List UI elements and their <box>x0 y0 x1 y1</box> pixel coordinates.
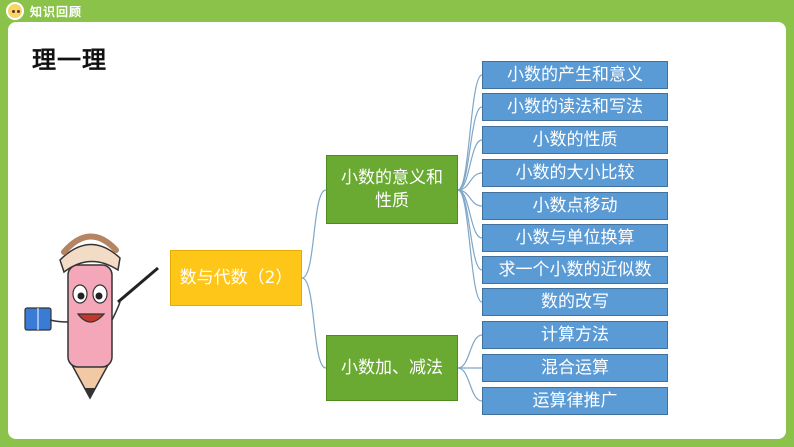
slide-title: 理一理 <box>32 46 107 74</box>
leaf-node: 小数与单位换算 <box>482 224 668 252</box>
connector-b2-leaf-3 <box>457 367 483 402</box>
connector-b2-leaf-1 <box>457 334 483 369</box>
leaf-node: 小数的产生和意义 <box>482 61 668 89</box>
connector-b1-leaf-1 <box>457 74 483 191</box>
leaf-node: 运算律推广 <box>482 387 668 415</box>
branch-node-decimal-add-sub: 小数加、减法 <box>326 335 458 401</box>
branch-node-decimal-meaning: 小数的意义和性质 <box>326 155 458 224</box>
leaf-node: 混合运算 <box>482 354 668 382</box>
leaf-node: 数的改写 <box>482 288 668 316</box>
pencil-teacher-mascot <box>24 233 159 400</box>
leaf-node: 小数的性质 <box>482 126 668 154</box>
leaf-node: 计算方法 <box>482 321 668 349</box>
connector-b1-leaf-8 <box>457 189 483 303</box>
connector-root-b2 <box>301 277 327 369</box>
connector-b1-leaf-2 <box>457 106 483 191</box>
header-title: 知识回顾 <box>30 5 83 19</box>
leaf-node: 小数的大小比较 <box>482 159 668 187</box>
leaf-node: 求一个小数的近似数 <box>482 256 668 284</box>
root-node: 数与代数（2） <box>170 250 302 306</box>
leaf-node: 小数点移动 <box>482 192 668 220</box>
connector-b1-leaf-7 <box>457 189 483 271</box>
connector-root-b1 <box>301 189 327 279</box>
connector-b1-leaf-4 <box>457 172 483 191</box>
connector-b1-leaf-3 <box>457 139 483 191</box>
header-bar: 知识回顾 <box>0 0 794 22</box>
leaf-node: 小数的读法和写法 <box>482 93 668 121</box>
mascot-face-icon <box>6 2 24 20</box>
